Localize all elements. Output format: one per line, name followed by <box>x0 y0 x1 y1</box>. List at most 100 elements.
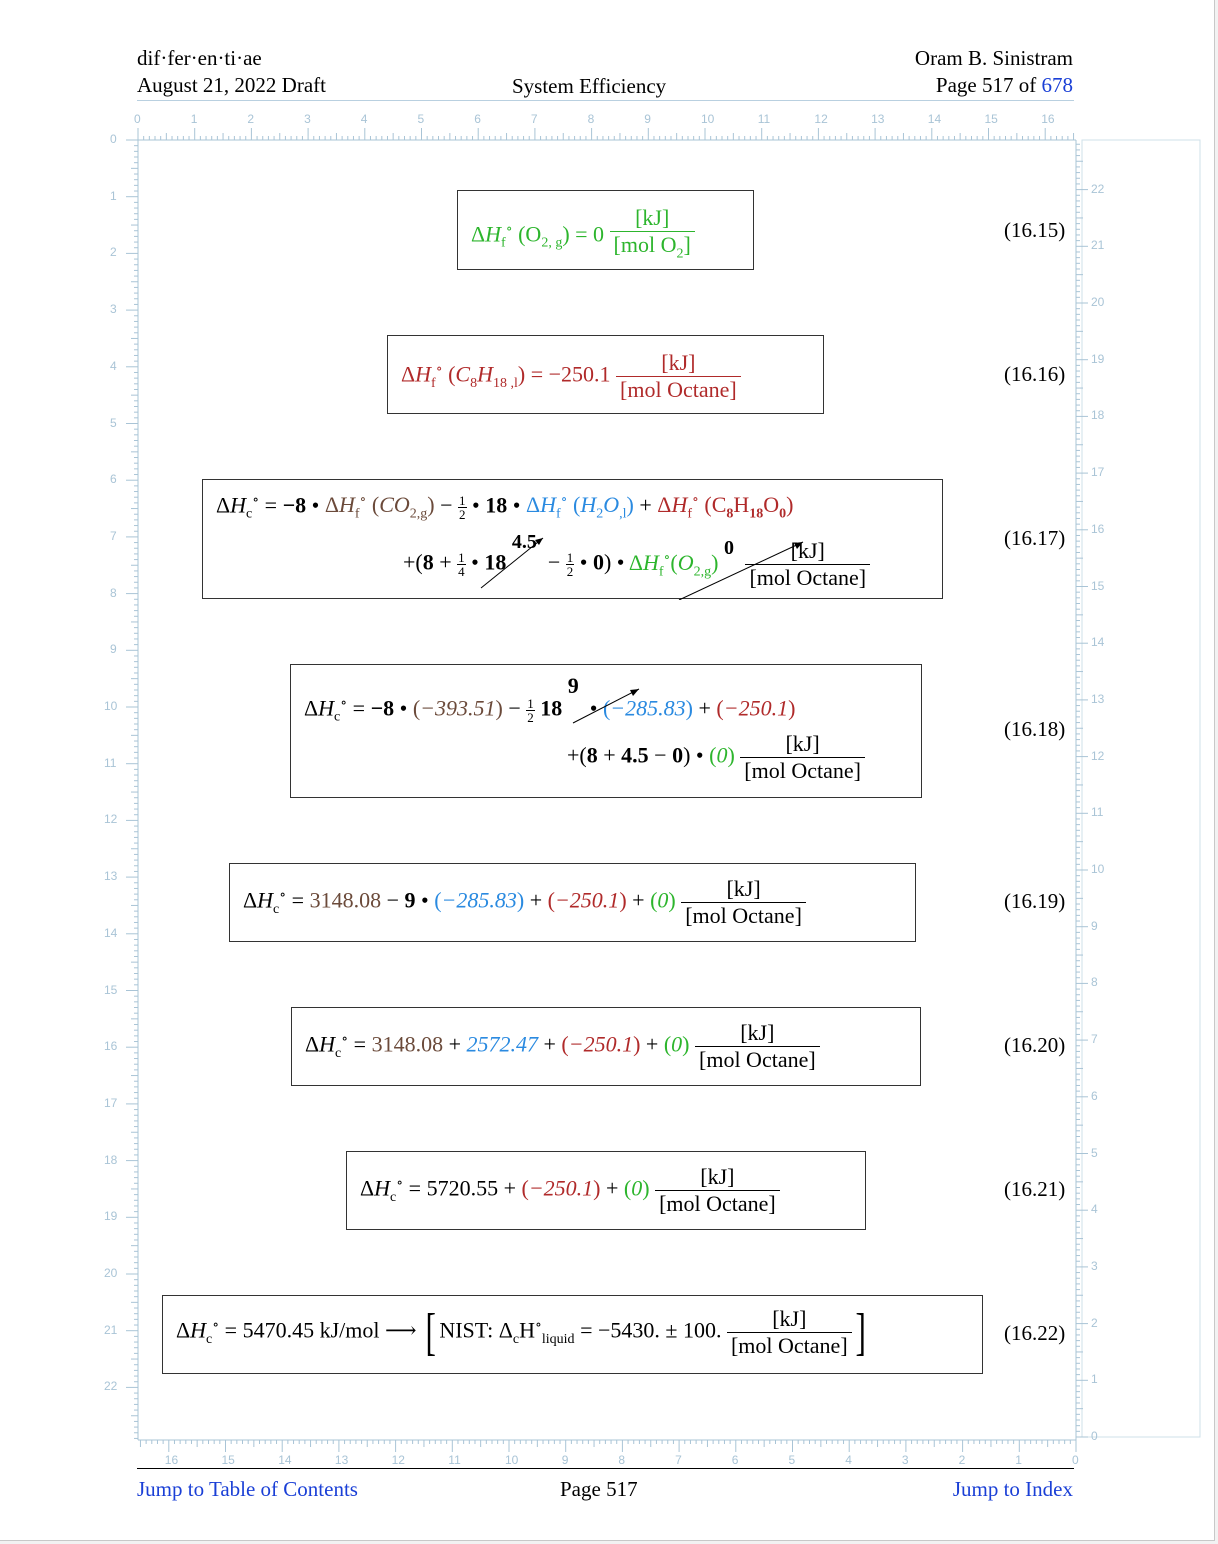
ruler-number: 5 <box>417 112 425 126</box>
equation-16-15: ΔHf∘ (O2, g) = 0 [kJ] [mol O2] <box>457 190 754 270</box>
ruler-number: 22 <box>1091 181 1105 196</box>
ruler-number: 6 <box>731 1453 739 1467</box>
ruler-number: 10 <box>701 112 715 126</box>
book-title: dif·fer·en·ti·ae <box>137 46 262 70</box>
unit-denominator: [mol Octane] <box>681 902 806 929</box>
ruler-number: 5 <box>788 1453 796 1467</box>
cancel-arrows <box>572 688 640 724</box>
ruler-number: 20 <box>104 1266 118 1280</box>
zero-value: 0 <box>671 1031 683 1057</box>
ruler-number: 2 <box>247 112 255 126</box>
unit-fraction: [kJ] [mol Octane] <box>695 1020 820 1073</box>
ruler-number: 19 <box>1091 351 1105 366</box>
unit-numerator: [kJ] <box>661 350 696 375</box>
unit-fraction: [kJ] [mol Octane] <box>740 731 865 784</box>
equation-16-15-content: ΔHf∘ (O2, g) = 0 [kJ] [mol O2] <box>471 205 695 267</box>
equation-number: (16.15) <box>1004 218 1066 242</box>
ruler-number: 14 <box>278 1453 292 1467</box>
ruler-number: 9 <box>110 642 117 657</box>
ruler-number: 10 <box>505 1453 519 1467</box>
v16-20-first: 3148.08 <box>371 1031 444 1057</box>
unit-fraction: [kJ] [mol Octane] <box>745 538 871 591</box>
ruler-number: 19 <box>104 1209 118 1224</box>
v16-19-first: 3148.08 <box>309 887 382 913</box>
ruler-number: 4 <box>110 358 117 373</box>
unit-denominator: [mol Octane] <box>740 757 865 784</box>
author: Oram B. Sinistram <box>914 46 1073 70</box>
footer-page: Page 517 <box>560 1477 638 1501</box>
ruler-number: 0 <box>1091 1429 1098 1443</box>
ruler-number: 9 <box>644 112 651 126</box>
ruler-number: 16 <box>164 1453 179 1467</box>
unit-denominator: [mol Octane] <box>745 564 871 591</box>
zero-value: 0 <box>716 742 728 768</box>
ruler-number: 7 <box>1091 1032 1098 1047</box>
footer-rule <box>137 1468 1074 1469</box>
unit-fraction: [kJ] [mol Octane] <box>616 350 741 403</box>
ruler-number: 0 <box>110 132 117 146</box>
ruler-number: 12 <box>104 812 118 827</box>
ruler-number: 15 <box>104 982 118 997</box>
ruler-number: 22 <box>104 1379 118 1394</box>
ruler-number: 20 <box>1091 295 1105 309</box>
ruler-number: 4 <box>360 112 368 126</box>
octane-paren-value: −250.1 <box>568 1031 634 1057</box>
index-link[interactable]: Jump to Index <box>952 1477 1073 1501</box>
unit-numerator: [kJ] <box>785 731 820 756</box>
equation-number: (16.18) <box>1004 717 1066 741</box>
equation-16-22-content: ΔHc∘ = 5470.45 kJ/mol ⟶ [NIST: ΔcH∘liqui… <box>176 1303 866 1361</box>
ruler-number: 1 <box>1091 1372 1098 1387</box>
unit-denominator: [mol Octane] <box>695 1046 820 1073</box>
ruler-number: 15 <box>1091 578 1105 593</box>
ruler-number: 14 <box>1091 635 1105 650</box>
equation-16-22: ΔHc∘ = 5470.45 kJ/mol ⟶ [NIST: ΔcH∘liqui… <box>162 1295 983 1374</box>
zero-value: 0 <box>631 1175 643 1201</box>
h2o-value: −285.83 <box>610 695 686 721</box>
ruler-number: 1 <box>190 112 198 126</box>
ruler-number: 3 <box>1091 1258 1098 1273</box>
ruler-number: 8 <box>587 112 595 126</box>
octane-paren-value: −250.1 <box>554 887 620 913</box>
ruler-number: 4 <box>1091 1202 1098 1217</box>
equation-number: (16.16) <box>1004 362 1066 386</box>
ruler-number: 9 <box>1091 918 1098 933</box>
equation-16-18-line2: +(8 + 4.5 − 0) • (0) [kJ] [mol Octane] <box>567 731 865 784</box>
ruler-number: 4 <box>845 1453 852 1467</box>
total-pages-link[interactable]: 678 <box>1041 73 1074 97</box>
equation-16-16-content: ΔHf∘ (C8H18 ,l) = −250.1 [kJ] [mol Octan… <box>401 350 741 403</box>
unit-numerator: [kJ] <box>726 876 761 901</box>
ruler-number: 13 <box>1091 691 1105 706</box>
ruler-number: 1 <box>1015 1453 1022 1467</box>
ruler-number: 13 <box>104 869 118 884</box>
unit-numerator: [kJ] <box>635 205 670 230</box>
equation-16-21-content: ΔHc∘ = 5720.55 + (−250.1) + (0) [kJ] [mo… <box>360 1164 780 1217</box>
ruler-number: 14 <box>104 925 118 940</box>
unit-numerator: [kJ] <box>700 1164 735 1189</box>
v16-20-second: 2572.47 <box>466 1031 538 1057</box>
unit-mol-o2: [mol O <box>613 232 677 257</box>
ruler-number: 13 <box>871 112 885 126</box>
ruler-number: 16 <box>1091 521 1105 536</box>
ruler-number: 8 <box>1091 975 1098 990</box>
ruler-number: 16 <box>1041 112 1055 126</box>
toc-link[interactable]: Jump to Table of Contents <box>137 1477 358 1501</box>
ruler-number: 5 <box>110 415 117 430</box>
equation-16-21: ΔHc∘ = 5720.55 + (−250.1) + (0) [kJ] [mo… <box>346 1151 866 1230</box>
ruler-number: 11 <box>104 755 117 770</box>
equation-16-19-content: ΔHc∘ = 3148.08 − 9 • (−285.83) + (−250.1… <box>243 876 806 929</box>
ruler-number: 11 <box>1091 805 1104 820</box>
ruler-number: 17 <box>104 1095 118 1110</box>
ruler-number: 3 <box>304 112 311 126</box>
ruler-number: 14 <box>927 112 942 126</box>
equation-16-20: ΔHc∘ = 3148.08 + 2572.47 + (−250.1) + (0… <box>291 1007 921 1086</box>
unit-denominator: [mol Octane] <box>726 1332 852 1359</box>
ruler-number: 1 <box>110 188 117 203</box>
ruler-number: 0 <box>134 112 141 126</box>
nist-value: −5430. ± 100. <box>597 1317 722 1343</box>
ruler-number: 7 <box>530 112 538 126</box>
